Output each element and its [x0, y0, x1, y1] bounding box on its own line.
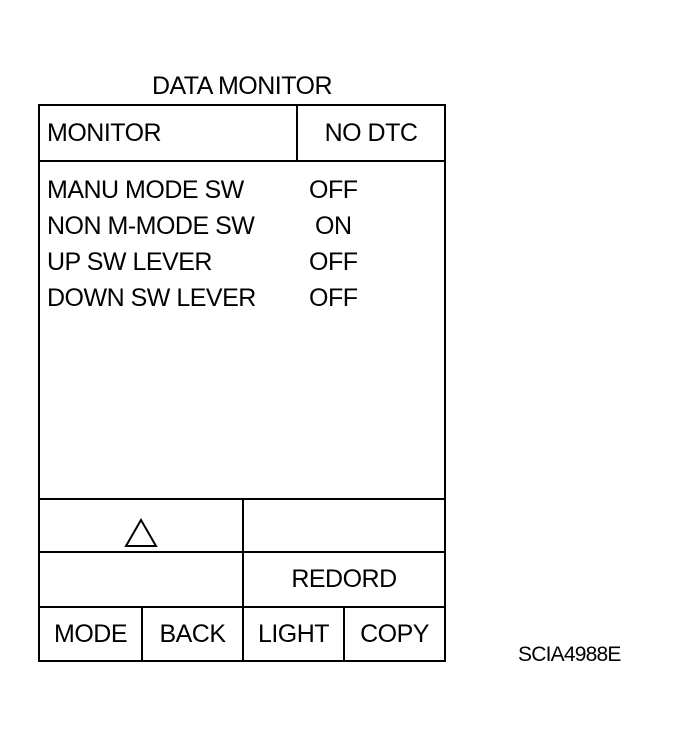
monitor-item-list: MANU MODE SW OFF NON M-MODE SW ON UP SW …: [47, 172, 439, 316]
monitor-item: MANU MODE SW OFF: [47, 172, 439, 208]
figure-code: SCIA4988E: [518, 643, 621, 666]
item-value: OFF: [309, 176, 358, 204]
monitor-item: DOWN SW LEVER OFF: [47, 280, 439, 316]
data-monitor-screen: MONITOR NO DTC MANU MODE SW OFF NON M-MO…: [38, 104, 446, 662]
mode-button[interactable]: MODE: [54, 620, 128, 648]
item-label: UP SW LEVER: [47, 248, 212, 276]
monitor-label: MONITOR: [40, 106, 298, 160]
item-label: MANU MODE SW: [47, 176, 244, 204]
back-button[interactable]: BACK: [159, 620, 226, 648]
light-button[interactable]: LIGHT: [257, 620, 330, 648]
scroll-up-button[interactable]: [40, 500, 242, 551]
copy-button[interactable]: COPY: [360, 620, 429, 648]
screen-title: DATA MONITOR: [151, 72, 333, 100]
triangle-up-icon: [124, 518, 158, 547]
item-label: NON M-MODE SW: [47, 212, 255, 240]
empty-button[interactable]: [244, 500, 444, 551]
monitor-item: UP SW LEVER OFF: [47, 244, 439, 280]
monitor-item: NON M-MODE SW ON: [47, 208, 439, 244]
divider: [343, 606, 345, 660]
divider: [242, 498, 244, 660]
divider: [141, 606, 143, 660]
record-button[interactable]: REDORD: [291, 565, 397, 593]
item-value: OFF: [309, 248, 358, 276]
control-panel: REDORD MODE BACK LIGHT COPY: [40, 498, 444, 660]
item-value: ON: [315, 212, 352, 240]
dtc-status: NO DTC: [324, 119, 418, 147]
item-label: DOWN SW LEVER: [47, 284, 256, 312]
empty-button[interactable]: [40, 553, 242, 606]
item-value: OFF: [309, 284, 358, 312]
monitor-header: MONITOR NO DTC: [40, 106, 444, 162]
